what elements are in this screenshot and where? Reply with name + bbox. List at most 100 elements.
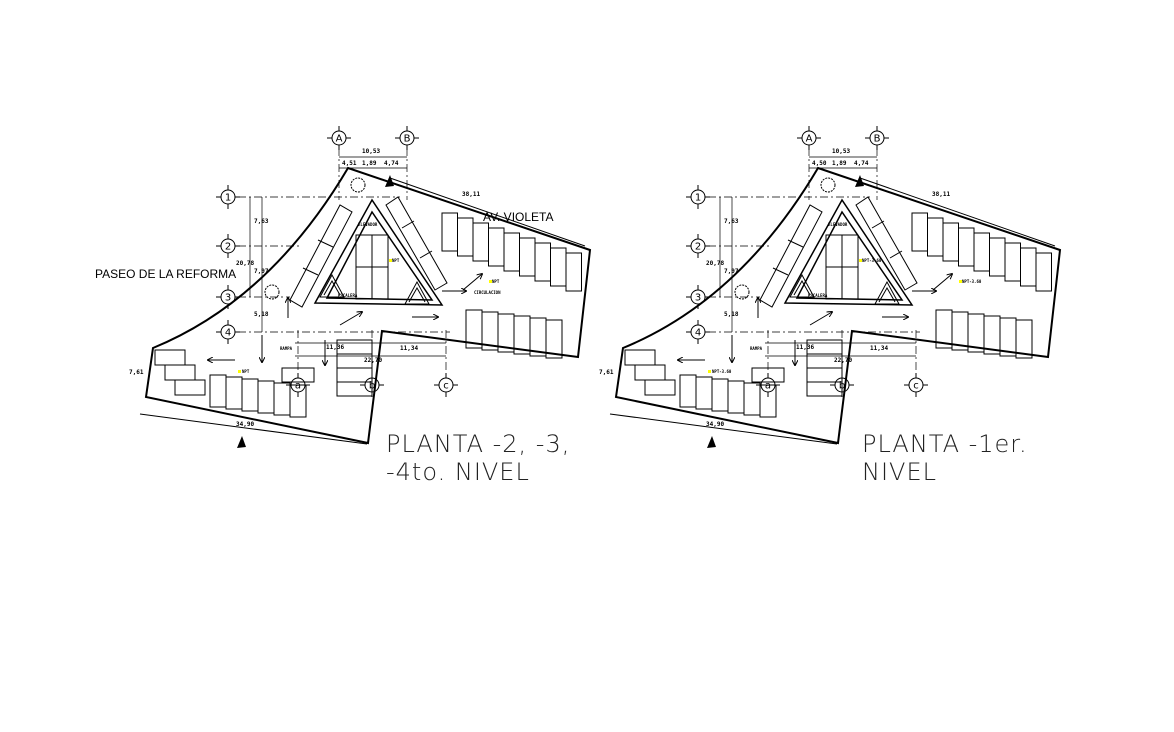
parking-stall [911,212,928,252]
grid-bubble-tick [830,373,854,397]
grid-bubble: A [797,126,821,150]
grid-bubble-tick [216,285,240,309]
dimension-d23: 7,97 [254,268,269,275]
parking-stall [289,384,307,418]
parking-stalls-left-diagonal [289,204,353,308]
dimension-d23: 7,97 [724,268,739,275]
grid-bubble: 2 [686,234,710,258]
dimension-d_a: 11,36 [796,344,814,351]
room-label-npt_left: NPT-3.60 [712,369,732,374]
grid-bubble-tick [434,373,458,397]
parking-stall [634,364,666,381]
parking-stall [336,381,373,397]
room-label-npt_center: NPT-3.60 [862,258,882,263]
grid-bubble-tick [797,126,821,150]
parking-stall [759,384,777,418]
room-label-circulation: CIRCULACION [474,290,501,295]
grid-bubble-label: b [369,381,375,392]
grid-bubble: a [756,373,780,397]
dimension-d2: 1,89 [362,160,377,167]
grid-bubble-label: 2 [695,242,701,253]
dimension-d3: 4,74 [384,160,399,167]
parking-stall [679,374,697,408]
dimension-line [609,177,1056,445]
dimension-d1: 4,50 [812,160,827,167]
grid-bubble-label: a [295,381,301,392]
dimension-d2: 1,89 [832,160,847,167]
dimension-left: 7,61 [599,369,614,376]
north-arrow-icon [707,436,716,448]
parking-stall [806,381,843,397]
dimension-total_14: 20,78 [236,260,254,267]
parking-stall [488,227,505,267]
grid-bubble: 3 [216,285,240,309]
room-label-ramp: RAMPA [280,346,293,351]
grid-bubble-label: 4 [225,328,231,339]
parking-stall [989,237,1006,277]
grid-bubble-label: c [443,381,449,392]
dimension-d_ac: 22,70 [834,357,852,364]
parking-stall [519,237,536,277]
grid-bubble-tick [216,320,240,344]
parking-stall [209,374,227,408]
dimension-bottom: 34,90 [706,421,724,428]
stair-symbol [404,280,430,305]
parking-stall [624,349,656,366]
parking-stall [472,222,489,262]
grid-line [238,148,450,378]
dimension-d3: 4,74 [854,160,869,167]
grid-bubble: 2 [216,234,240,258]
parking-stall [695,376,713,410]
grid-bubble-label: c [913,381,919,392]
parking-stall [164,364,196,381]
north-arrow-icon [855,175,864,187]
dimension-bottom: 34,90 [236,421,254,428]
grid-bubble-label: 2 [225,242,231,253]
grid-bubble: B [395,126,419,150]
tree-icon [734,284,750,300]
parking-stall [942,222,959,262]
dimension-line [139,177,586,445]
north-arrow-icon [385,175,394,187]
grid-bubble-tick [686,285,710,309]
dimension-d_a: 11,36 [326,344,344,351]
stair-symbol [319,273,345,298]
grid-bubble-label: A [336,134,343,145]
parking-stall [1020,247,1037,287]
grid-bubble-tick [865,126,889,150]
dimension-total_ab: 10,53 [362,148,380,155]
room-label-npt_right: NPT [492,279,500,284]
grid-bubble-tick [286,373,310,397]
room-label-npt_center: NPT [392,258,400,263]
grid-bubble-label: 3 [225,293,231,304]
grid-bubble: B [865,126,889,150]
parking-stall [711,378,729,412]
grid-bubble-label: b [839,381,845,392]
parking-stall [743,382,761,416]
grid-bubble-tick [360,373,384,397]
grid-bubble-tick [686,185,710,209]
grid-bubble-tick [686,234,710,258]
grid-bubble-tick [216,234,240,258]
parking-stall [225,376,243,410]
parking-stall [1004,242,1021,282]
parking-stall [441,212,458,252]
stair-symbol [874,280,900,305]
site-boundary [614,166,1062,445]
grid-bubble-tick [327,126,351,150]
traffic-arrow [809,312,832,326]
room-label-elevator: ELEVADOR [358,222,378,227]
grid-bubble: b [360,373,384,397]
grid-bubble-label: 1 [225,193,231,204]
parking-stall [241,378,259,412]
dimension-d_bc: 11,34 [870,345,888,352]
dimension-line [249,156,446,357]
grid-bubble-tick [756,373,780,397]
parking-stall [503,232,520,272]
tree-icon [820,177,836,193]
elevator-divider [356,235,388,299]
parking-stall [257,380,275,414]
